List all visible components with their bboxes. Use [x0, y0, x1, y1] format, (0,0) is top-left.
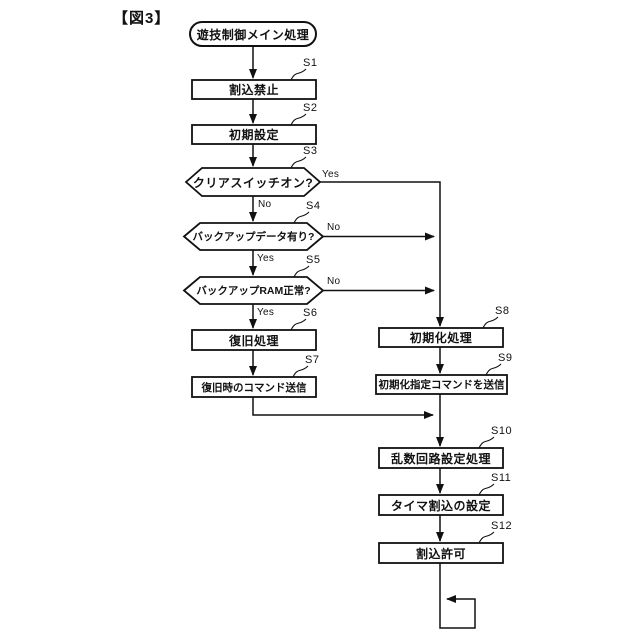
branch-s4-yes: Yes: [257, 253, 275, 264]
step-s6-shape: [191, 329, 317, 351]
step-tag-s10: S10: [491, 425, 513, 437]
step-s7-label: 復旧時のコマンド送信: [201, 381, 307, 394]
step-s6-label: 復旧処理: [228, 333, 279, 348]
leader-s2: [290, 113, 307, 126]
leader-s6: [290, 318, 307, 331]
step-tag-s7: S7: [305, 354, 320, 366]
leader-s8: [482, 316, 499, 329]
step-s1-shape: [191, 79, 317, 100]
step-s7-shape: [191, 376, 317, 398]
step-tag-s4: S4: [306, 200, 321, 212]
branch-s5-yes: Yes: [257, 307, 275, 318]
leader-s3: [290, 156, 307, 169]
step-s11-shape: [378, 494, 504, 516]
step-s1-label: 割込禁止: [228, 83, 279, 97]
step-tag-s3: S3: [303, 145, 318, 157]
step-s5-shape: [182, 276, 325, 305]
leader-s11: [478, 483, 495, 496]
step-s2-label: 初期設定: [228, 128, 279, 142]
leader-s1: [290, 68, 307, 81]
figure-label: 【図3】: [113, 10, 171, 27]
edge-s12-loop: [439, 563, 476, 629]
branch-s3-no: No: [258, 199, 272, 210]
edge-s3-yes: [320, 181, 444, 327]
start-terminal-shape: [189, 21, 317, 47]
step-tag-s2: S2: [303, 102, 318, 114]
step-tag-s12: S12: [491, 520, 513, 532]
step-s3-label: クリアスイッチオン?: [192, 175, 314, 190]
step-tag-s1: S1: [303, 57, 318, 69]
step-tag-s8: S8: [495, 305, 510, 317]
branch-s3-yes: Yes: [322, 169, 340, 180]
leader-s4: [293, 211, 310, 224]
step-s4-label: バックアップデータ有り?: [192, 231, 315, 243]
step-tag-s9: S9: [498, 352, 513, 364]
step-s5-label: バックアップRAM正常?: [196, 285, 311, 297]
edge-s7-merge: [252, 397, 434, 419]
step-s11-label: タイマ割込の設定: [390, 498, 491, 513]
step-tag-s5: S5: [306, 254, 321, 266]
step-s2-shape: [191, 124, 317, 145]
leader-s10: [478, 436, 495, 449]
step-s12-shape: [378, 542, 504, 564]
step-s3-shape: [184, 167, 322, 197]
step-s10-shape: [378, 447, 504, 469]
start-terminal-label: 遊技制御メイン処理: [196, 27, 310, 42]
step-s4-shape: [182, 222, 325, 251]
step-s10-label: 乱数回路設定処理: [390, 451, 491, 466]
leader-s12: [478, 531, 495, 544]
step-s8-shape: [378, 327, 504, 348]
leader-s9: [485, 363, 502, 376]
leader-s7: [292, 365, 309, 378]
step-s9-shape: [375, 374, 508, 395]
leader-s5: [293, 265, 310, 278]
step-s12-label: 割込許可: [415, 546, 466, 561]
step-s8-label: 初期化処理: [409, 331, 473, 345]
branch-s4-no: No: [327, 222, 341, 233]
branch-s5-no: No: [327, 276, 341, 287]
step-tag-s11: S11: [491, 472, 512, 484]
step-tag-s6: S6: [303, 307, 318, 319]
step-s9-label: 初期化指定コマンドを送信: [378, 379, 505, 391]
